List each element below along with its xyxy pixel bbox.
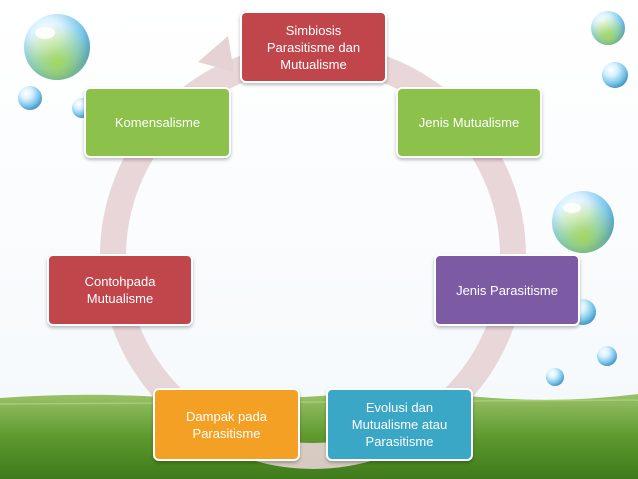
node-evolusi: Evolusi dan Mutualisme atau Parasitisme <box>326 388 473 461</box>
node-label: Komensalisme <box>114 115 201 130</box>
node-label: Jenis Mutualisme <box>418 115 520 130</box>
node-jenis-mutualisme: Jenis Mutualisme <box>396 87 542 158</box>
node-label: Contohpada Mutualisme <box>84 274 156 306</box>
node-label: Dampak pada Parasitisme <box>186 408 267 441</box>
node-dampak: Dampak pada Parasitisme <box>153 388 300 461</box>
node-komensalisme: Komensalisme <box>84 87 231 158</box>
node-label: Jenis Parasitisme <box>456 282 558 298</box>
node-simbiosis: Simbiosis Parasitisme dan Mutualisme <box>240 11 387 83</box>
node-jenis-parasitisme: Jenis Parasitisme <box>434 254 580 326</box>
node-label: Evolusi dan Mutualisme atau Parasitisme <box>351 400 448 449</box>
node-contoh-mutualisme: Contohpada Mutualisme <box>47 254 193 326</box>
node-label: Simbiosis Parasitisme dan Mutualisme <box>266 22 361 72</box>
